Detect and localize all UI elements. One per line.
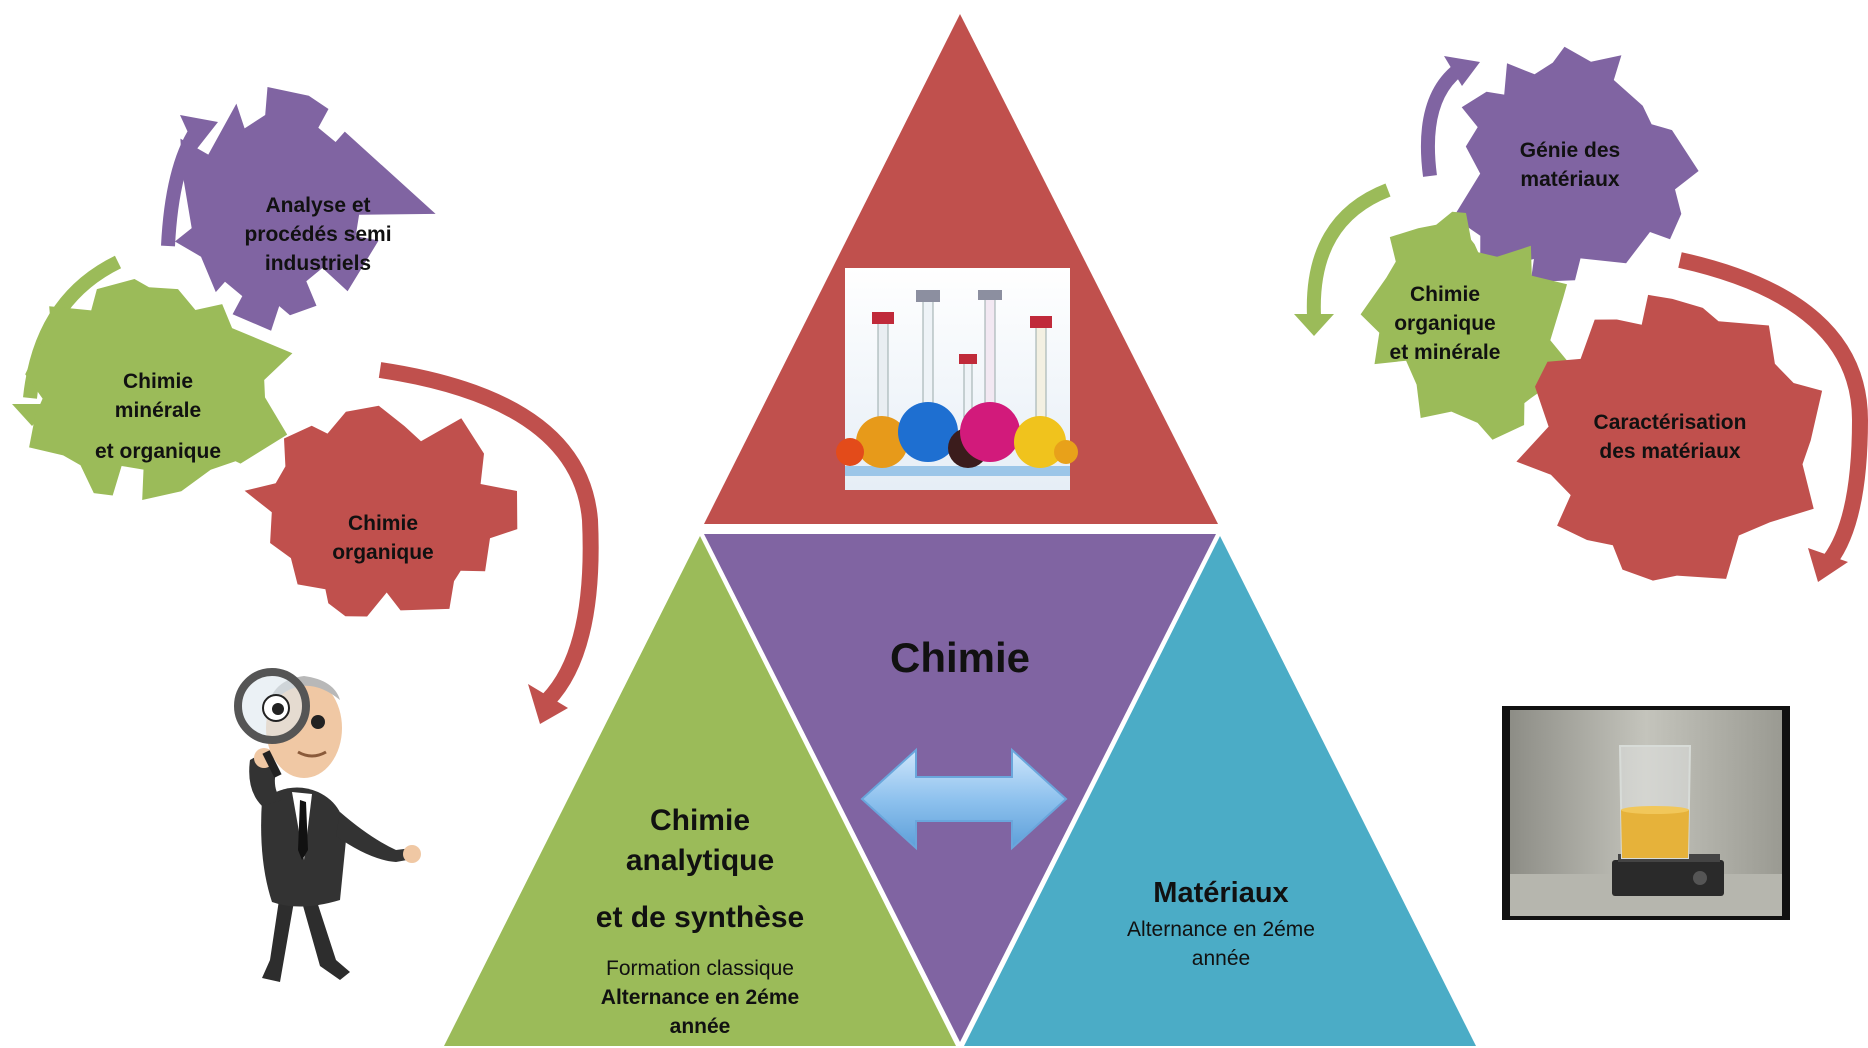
right-gear-purple — [1451, 46, 1699, 283]
left-line2: Alternance en 2éme — [601, 986, 799, 1009]
right-green-curved-arrow — [1306, 183, 1391, 317]
left-gear-green — [25, 279, 293, 500]
left-purple-line1: Analyse et — [265, 194, 370, 217]
right-red-line2: des matériaux — [1599, 440, 1741, 463]
right-triangle — [964, 536, 1476, 1046]
right-line2: année — [1192, 947, 1250, 970]
left-red-arrowhead — [528, 684, 568, 724]
left-triangle — [444, 536, 956, 1046]
right-purple-line2: matériaux — [1520, 168, 1620, 191]
left-red-curved-arrow — [378, 362, 599, 706]
left-gears: Analyse et procédés semi industriels Chi… — [12, 87, 599, 724]
left-gear-purple — [174, 87, 436, 331]
left-title-line1: Chimie — [650, 804, 750, 837]
right-red-curved-arrow — [1678, 252, 1868, 565]
left-red-line2: organique — [332, 541, 434, 564]
right-red-arrowhead — [1808, 548, 1848, 582]
right-green-line1: Chimie — [1410, 283, 1480, 306]
right-green-line2: organique — [1394, 312, 1496, 335]
double-headed-arrow-icon — [860, 747, 1068, 851]
left-red-line1: Chimie — [348, 512, 418, 535]
left-line1: Formation classique — [606, 957, 794, 980]
right-purple-line1: Génie des — [1520, 139, 1620, 162]
left-green-line2: minérale — [115, 399, 201, 422]
right-purple-curved-arrow — [1420, 64, 1463, 177]
left-line3: année — [670, 1015, 731, 1038]
left-purple-arrowhead — [180, 115, 218, 150]
businessman-with-magnifier — [234, 668, 421, 982]
left-gear-red — [244, 405, 518, 617]
left-title-line2: analytique — [626, 844, 774, 877]
right-gear-red — [1516, 294, 1823, 581]
center-title: Chimie — [890, 634, 1030, 681]
chemistry-flasks-photo — [836, 268, 1078, 490]
right-line1: Alternance en 2éme — [1127, 918, 1315, 941]
left-purple-line3: industriels — [265, 252, 371, 275]
right-green-arrowhead — [1294, 314, 1334, 336]
right-gears: Génie des matériaux Chimie organique et … — [1294, 46, 1868, 582]
left-green-line3: et organique — [95, 440, 221, 463]
left-purple-line2: procédés semi — [244, 223, 391, 246]
right-gear-green — [1360, 211, 1573, 440]
pyramid: Chimie Chimie analytique et de synthèse … — [444, 14, 1476, 1046]
left-title-line3: et de synthèse — [596, 901, 804, 934]
left-green-line1: Chimie — [123, 370, 193, 393]
right-purple-arrowhead — [1444, 56, 1480, 86]
right-green-line3: et minérale — [1390, 341, 1501, 364]
beaker-on-hotplate-photo — [1502, 706, 1790, 920]
right-red-line1: Caractérisation — [1594, 411, 1747, 434]
right-title: Matériaux — [1153, 877, 1288, 909]
